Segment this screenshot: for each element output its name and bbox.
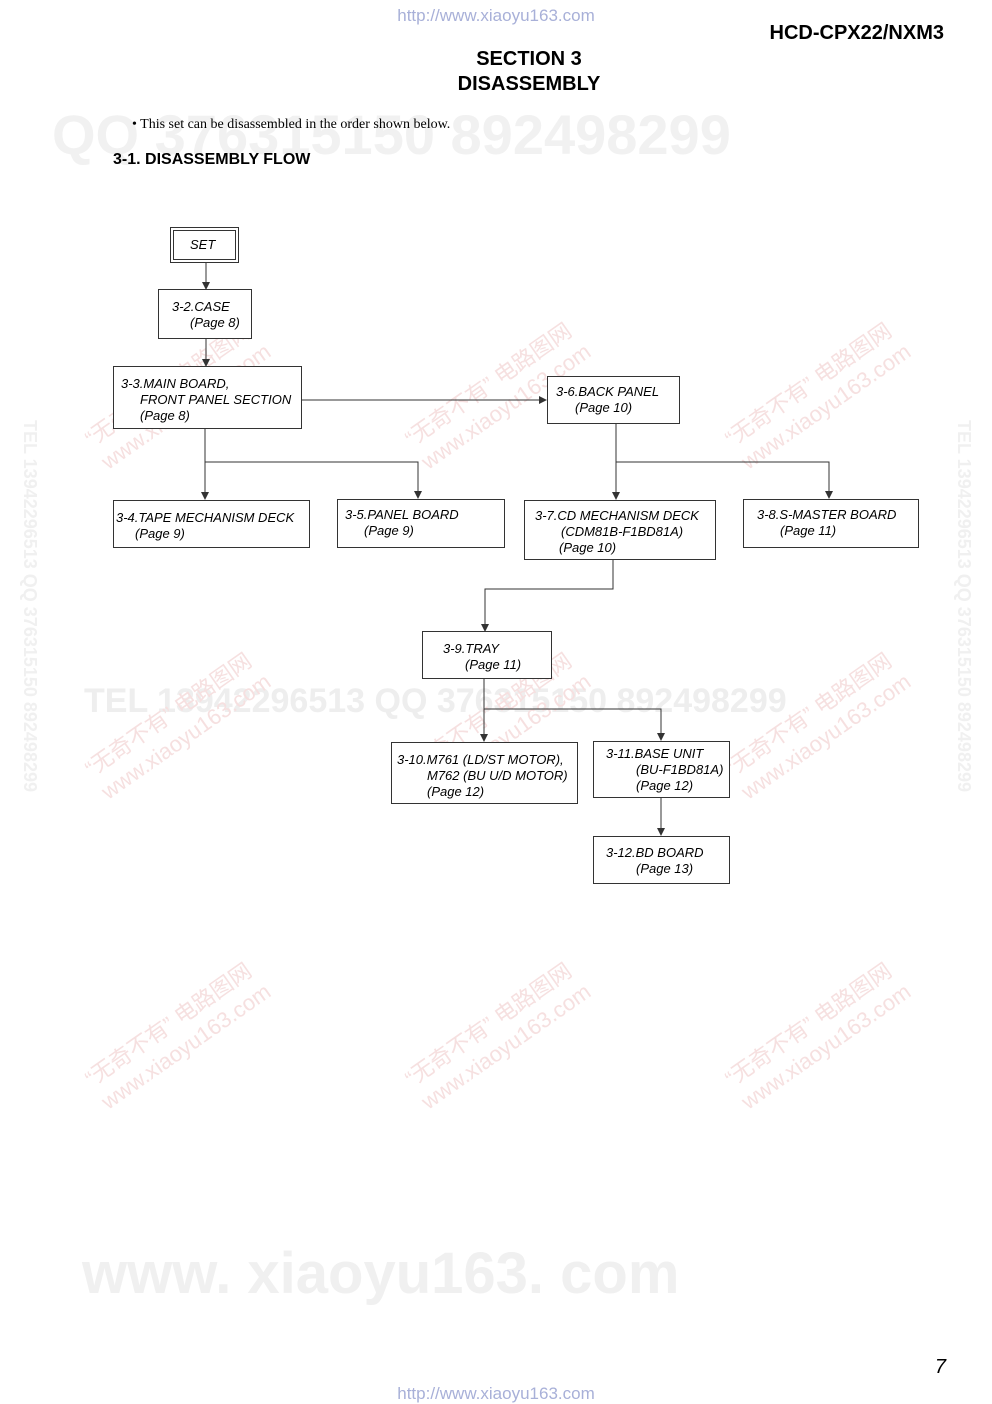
flow-box-main-board-title: 3-3.MAIN BOARD,	[121, 376, 230, 391]
flow-box-tray-page: (Page 11)	[465, 657, 522, 672]
flow-box-bd-board: 3-12.BD BOARD (Page 13)	[593, 836, 730, 884]
flow-box-s-master-title: 3-8.S-MASTER BOARD	[757, 507, 897, 522]
flow-box-s-master: 3-8.S-MASTER BOARD (Page 11)	[743, 499, 919, 548]
flow-box-base-unit-page: (Page 12)	[636, 778, 694, 793]
flow-box-motor-title: 3-10.M761 (LD/ST MOTOR),	[397, 752, 564, 767]
flow-box-panel-board: 3-5.PANEL BOARD (Page 9)	[337, 499, 505, 548]
flow-box-base-unit-line2: (BU-F1BD81A)	[636, 762, 724, 777]
connector-cd-tray	[481, 559, 614, 632]
flow-box-tray: 3-9.TRAY (Page 11)	[422, 631, 552, 679]
flow-box-base-unit-title: 3-11.BASE UNIT	[606, 746, 704, 761]
flow-box-tray-title: 3-9.TRAY	[443, 641, 500, 656]
bottom-url[interactable]: http://www.xiaoyu163.com	[397, 1384, 595, 1403]
flow-box-back-panel: 3-6.BACK PANEL (Page 10)	[547, 376, 680, 424]
flow-box-back-panel-page: (Page 10)	[575, 400, 633, 415]
model-number: HCD-CPX22/NXM3	[769, 22, 944, 44]
connector-main-panel	[205, 461, 422, 499]
flow-box-tape-deck: 3-4.TAPE MECHANISM DECK (Page 9)	[113, 500, 310, 548]
flow-box-case-page: (Page 8)	[190, 315, 240, 330]
flow-box-s-master-page: (Page 11)	[780, 523, 837, 538]
flow-box-motor-page: (Page 12)	[427, 784, 485, 799]
flow-box-case: 3-2.CASE (Page 8)	[158, 289, 252, 339]
page-title: DISASSEMBLY	[457, 73, 601, 95]
flow-box-bd-board-page: (Page 13)	[636, 861, 694, 876]
intro-text: • This set can be disassembled in the or…	[132, 117, 451, 132]
flow-box-motor-line2: M762 (BU U/D MOTOR)	[427, 768, 568, 783]
flow-box-tape-deck-page: (Page 9)	[135, 526, 185, 541]
flow-box-main-board: 3-3.MAIN BOARD, FRONT PANEL SECTION (Pag…	[113, 366, 302, 429]
flow-box-set: SET	[170, 227, 239, 263]
subsection-heading: 3-1. DISASSEMBLY FLOW	[113, 151, 311, 168]
flow-box-tape-deck-title: 3-4.TAPE MECHANISM DECK	[116, 510, 295, 525]
page-number: 7	[934, 1356, 946, 1378]
flow-box-set-label: SET	[190, 237, 216, 252]
flow-box-cd-deck: 3-7.CD MECHANISM DECK (CDM81B-F1BD81A) (…	[524, 500, 716, 560]
flow-box-case-title: 3-2.CASE	[172, 299, 230, 314]
flow-box-bd-board-title: 3-12.BD BOARD	[606, 845, 704, 860]
flow-box-cd-deck-page: (Page 10)	[559, 540, 617, 555]
flow-box-motor: 3-10.M761 (LD/ST MOTOR), M762 (BU U/D MO…	[391, 742, 578, 804]
flow-box-panel-board-title: 3-5.PANEL BOARD	[345, 507, 459, 522]
flow-box-back-panel-title: 3-6.BACK PANEL	[556, 384, 660, 399]
connector-back-smaster	[616, 461, 833, 499]
top-url[interactable]: http://www.xiaoyu163.com	[397, 6, 595, 25]
flow-box-base-unit: 3-11.BASE UNIT (BU-F1BD81A) (Page 12)	[593, 741, 730, 798]
flow-box-cd-deck-title: 3-7.CD MECHANISM DECK	[535, 508, 699, 523]
flow-box-panel-board-page: (Page 9)	[364, 523, 414, 538]
connector-tray-base	[484, 708, 665, 741]
section-label: SECTION 3	[476, 48, 582, 70]
flow-box-cd-deck-line2: (CDM81B-F1BD81A)	[561, 524, 684, 539]
flow-box-main-board-line2: FRONT PANEL SECTION	[140, 392, 292, 407]
flow-box-main-board-page: (Page 8)	[140, 408, 190, 423]
